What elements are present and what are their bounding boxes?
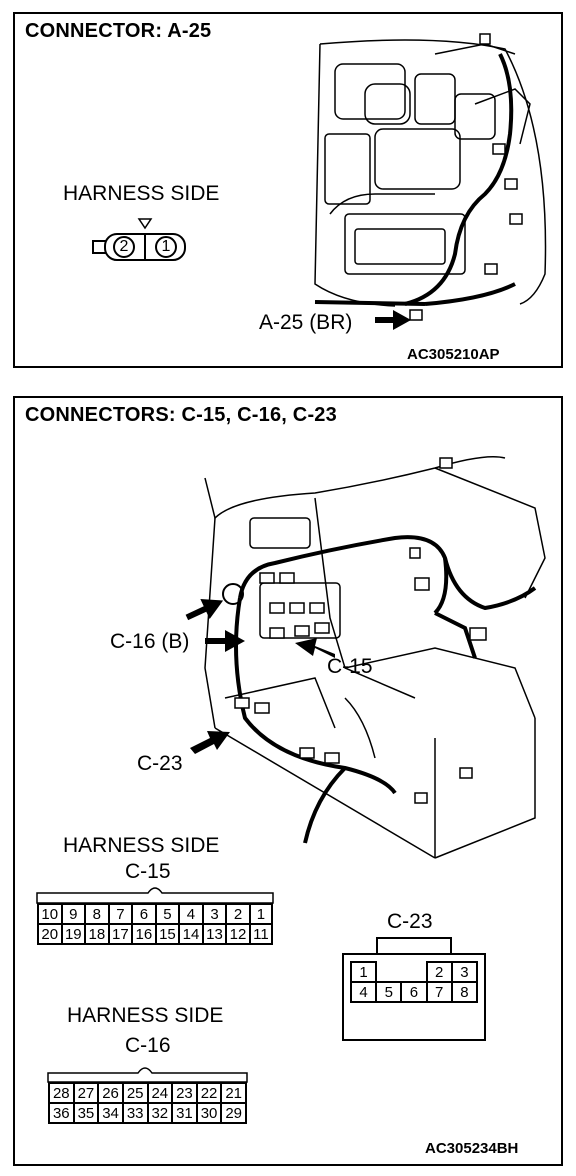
c16-pin: 28 [48, 1082, 75, 1104]
c15-pin: 13 [201, 923, 228, 945]
c16-pin: 24 [146, 1082, 174, 1104]
c15-pin: 16 [131, 923, 157, 945]
c15-row-2: 20 19 18 17 16 15 14 13 12 11 [37, 923, 274, 945]
figure-code: AC305210AP [407, 346, 500, 363]
c15-pin: 7 [107, 903, 134, 925]
c15-connector-outline [36, 887, 274, 904]
c15-pin: 10 [37, 903, 63, 925]
c16-label: C-16 [125, 1034, 171, 1057]
engine-bay-illustration [92, 33, 547, 330]
c15-pin: 5 [154, 903, 181, 925]
figure-code: AC305234BH [425, 1140, 519, 1157]
c15-pin: 3 [201, 903, 228, 925]
connector-a25-panel: CONNECTOR: A-25 [13, 12, 563, 368]
c23-callout: C-23 [137, 752, 183, 775]
c15-pin: 18 [84, 923, 110, 945]
c16-pin: 31 [171, 1102, 198, 1124]
c23-row-1: 1 2 3 [349, 961, 479, 983]
c23-pin: 2 [425, 961, 453, 983]
c15-pin: 2 [225, 903, 251, 925]
c23-pin: 1 [349, 961, 378, 983]
c15-pin: 1 [248, 903, 274, 925]
c15-callout: C-15 [327, 655, 373, 678]
c15-pin: 12 [225, 923, 251, 945]
panel-title: CONNECTOR: A-25 [25, 20, 212, 42]
c16-pin: 25 [121, 1082, 149, 1104]
c16-row-2: 36 35 34 33 32 31 30 29 [48, 1102, 247, 1124]
c15-pin-grid: 10 9 8 7 6 5 4 3 2 1 20 19 18 17 16 15 1… [37, 903, 274, 945]
c15-pin: 17 [107, 923, 134, 945]
c16-pin: 30 [195, 1102, 223, 1124]
c16-pin: 32 [146, 1102, 174, 1124]
c23-pin: 4 [349, 981, 378, 1003]
c15-pin: 15 [154, 923, 181, 945]
a25-connector-face [92, 218, 186, 261]
c15-pin: 6 [131, 903, 157, 925]
c15-pin: 11 [248, 923, 274, 945]
c16-callout: C-16 (B) [110, 630, 190, 653]
c23-label: C-23 [387, 910, 433, 933]
c16-pin: 23 [171, 1082, 198, 1104]
c16-pin: 33 [121, 1102, 149, 1124]
c15-pin: 19 [60, 923, 87, 945]
c15-label: C-15 [125, 860, 171, 883]
c15-pin: 4 [178, 903, 204, 925]
c15-harness-side-label: HARNESS SIDE [63, 834, 220, 857]
panel-title: CONNECTORS: C-15, C-16, C-23 [25, 404, 337, 426]
c23-pin-grid: 1 2 3 4 5 6 7 8 [349, 961, 479, 1003]
connectors-c15-c16-c23-panel: CONNECTORS: C-15, C-16, C-23 [13, 396, 563, 1166]
c23-key-slot [376, 962, 426, 982]
c16-pin: 21 [220, 1082, 247, 1104]
c16-pin: 34 [97, 1102, 124, 1124]
c23-pin: 6 [400, 981, 428, 1003]
c15-pin: 8 [84, 903, 110, 925]
c16-row-1: 28 27 26 25 24 23 22 21 [48, 1082, 247, 1104]
c16-pin: 27 [72, 1082, 100, 1104]
c23-pin: 7 [425, 981, 453, 1003]
c23-pin: 5 [375, 981, 403, 1003]
c15-pin: 14 [178, 923, 204, 945]
c16-pin: 35 [72, 1102, 100, 1124]
c16-harness-side-label: HARNESS SIDE [67, 1004, 224, 1027]
c23-connector-outline [342, 937, 486, 1041]
c16-connector-outline [47, 1067, 248, 1083]
c16-pin: 36 [48, 1102, 75, 1124]
c15-pin: 9 [60, 903, 87, 925]
instrument-panel-illustration [36, 456, 546, 1083]
c16-pin: 22 [195, 1082, 223, 1104]
a25-callout: A-25 (BR) [259, 311, 353, 334]
c15-row-1: 10 9 8 7 6 5 4 3 2 1 [37, 903, 274, 925]
harness-side-label: HARNESS SIDE [63, 182, 220, 205]
c23-pin: 3 [450, 961, 479, 983]
c23-pin: 8 [450, 981, 479, 1003]
a25-pin-2: 2 [119, 238, 129, 255]
c16-pin: 29 [220, 1102, 247, 1124]
c16-pin-grid: 28 27 26 25 24 23 22 21 36 35 34 33 32 3… [48, 1082, 247, 1124]
c16-pin: 26 [97, 1082, 124, 1104]
a25-pin-1: 1 [161, 238, 171, 255]
c15-pin: 20 [37, 923, 63, 945]
c23-row-2: 4 5 6 7 8 [349, 981, 479, 1003]
